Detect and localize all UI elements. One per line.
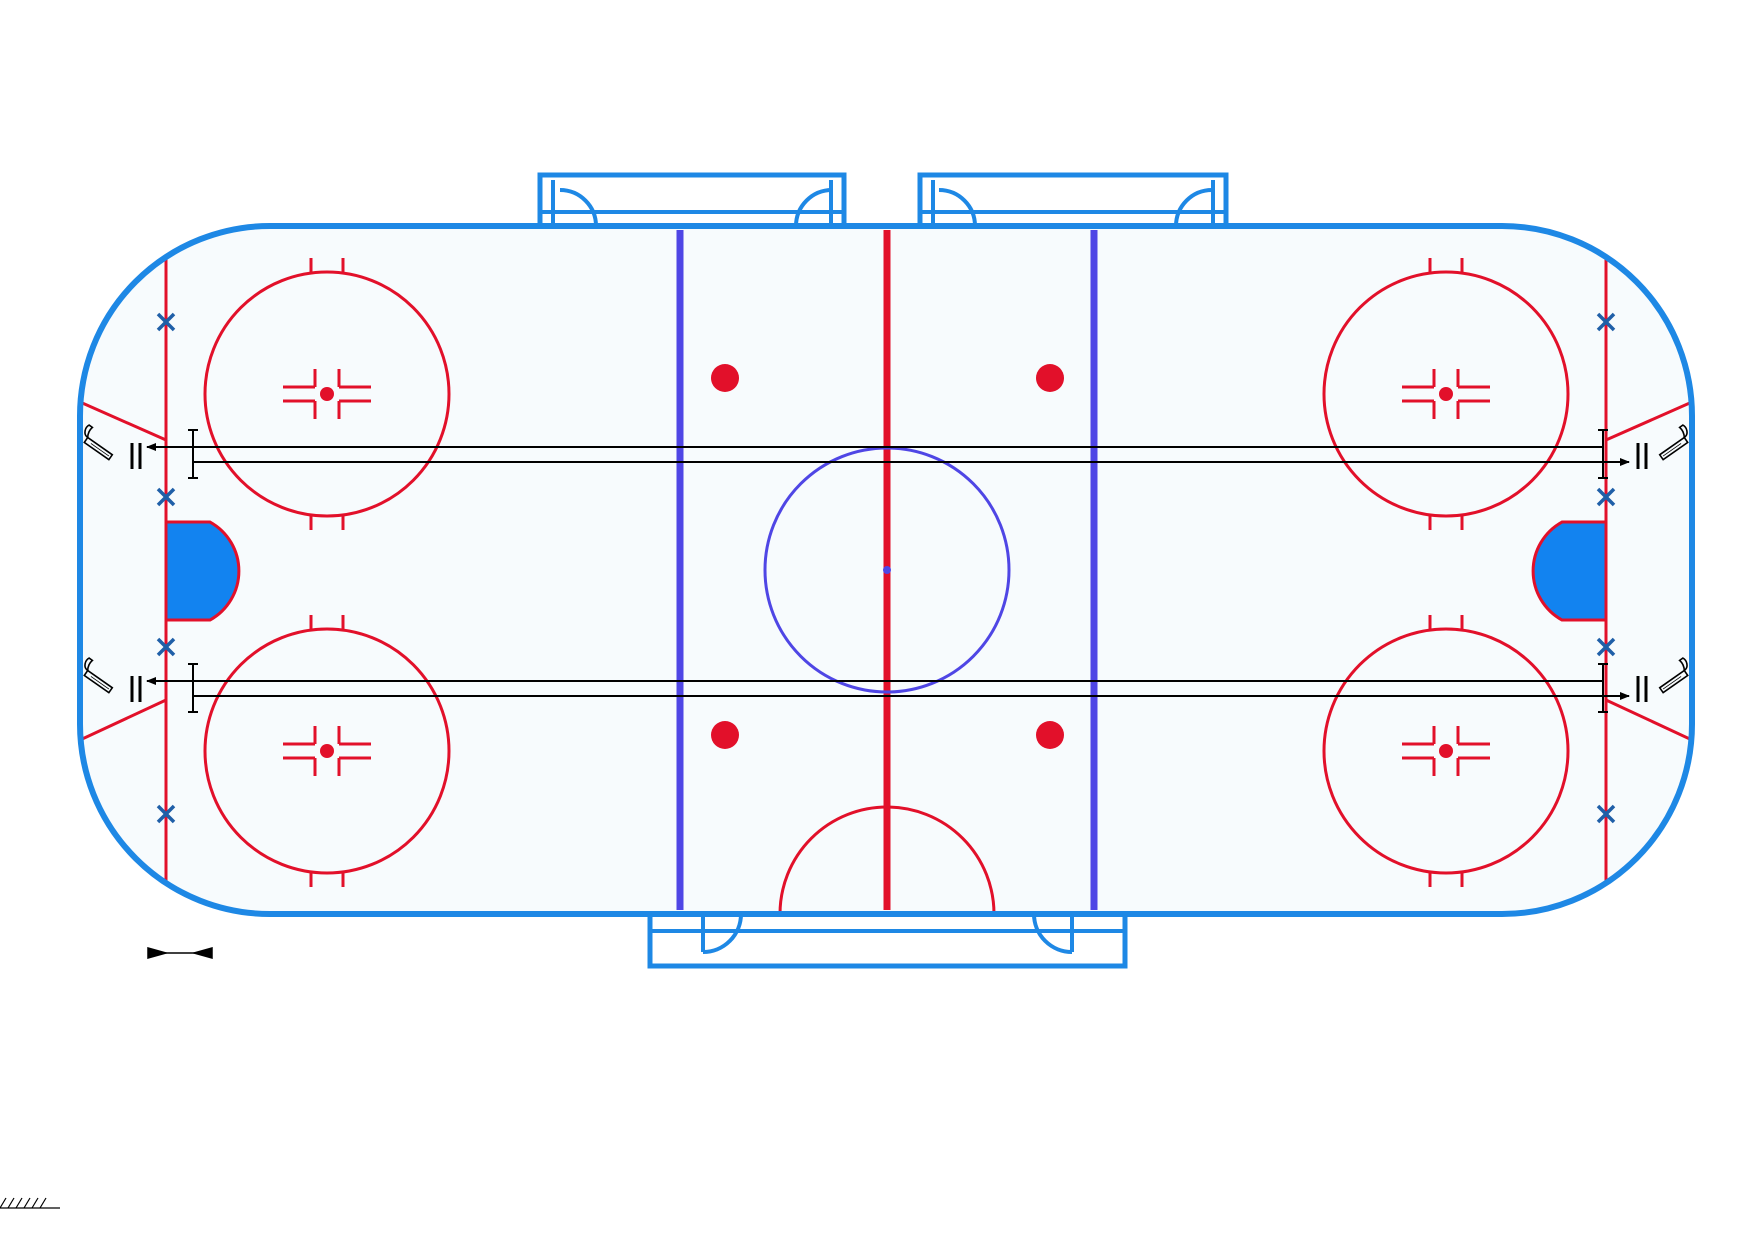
trapezoid-lines xyxy=(80,400,1692,742)
hockey-stick-icon xyxy=(83,424,114,461)
faceoff-dot xyxy=(1439,744,1453,758)
x-cross-icon xyxy=(1596,312,1616,332)
penalty-box xyxy=(647,911,1128,969)
player-markers xyxy=(130,443,1648,702)
double-bar-icon xyxy=(1636,676,1648,702)
faceoff-dot xyxy=(320,387,334,401)
team-bench-right xyxy=(917,172,1229,229)
double-arrow-icon xyxy=(147,947,213,959)
double-bar-icon xyxy=(1636,443,1648,469)
neutral-faceoff-dot xyxy=(1036,364,1064,392)
hockey-stick-icon xyxy=(1658,657,1689,694)
rink-boards xyxy=(77,223,1695,917)
neutral-faceoff-dot xyxy=(1036,721,1064,749)
x-cross-icon xyxy=(1596,637,1616,657)
x-cross-icon xyxy=(156,804,176,824)
x-cross-icon xyxy=(156,637,176,657)
faceoff-circles xyxy=(203,258,1570,887)
center-faceoff-dot xyxy=(883,566,891,574)
goal-crease-left xyxy=(164,520,241,622)
faceoff-circle xyxy=(203,615,451,887)
faceoff-circle xyxy=(1322,615,1570,887)
neutral-faceoff-dot xyxy=(711,364,739,392)
faceoff-dot xyxy=(1439,387,1453,401)
hockey-stick-icon xyxy=(83,657,114,694)
x-cross-icon xyxy=(1596,804,1616,824)
cone-marks xyxy=(156,312,1616,824)
start-bar xyxy=(188,663,198,713)
double-bar-icon xyxy=(130,443,142,469)
x-cross-icon xyxy=(156,312,176,332)
team-bench-left xyxy=(537,172,847,229)
double-bar-icon xyxy=(130,676,142,702)
faceoff-dot xyxy=(320,744,334,758)
start-bar xyxy=(188,429,198,479)
neutral-faceoff-dot xyxy=(711,721,739,749)
faceoff-circle xyxy=(203,258,451,530)
faceoff-circle xyxy=(1322,258,1570,530)
start-bar xyxy=(1598,429,1608,479)
hockey-sticks xyxy=(83,424,1689,694)
drill-lanes xyxy=(146,429,1630,713)
hockey-stick-icon xyxy=(1658,424,1689,461)
start-bar xyxy=(1598,663,1608,713)
x-cross-icon xyxy=(156,487,176,507)
x-cross-icon xyxy=(1596,487,1616,507)
goal-crease-right xyxy=(1531,520,1608,622)
hatch-lines-icon xyxy=(0,1197,60,1209)
